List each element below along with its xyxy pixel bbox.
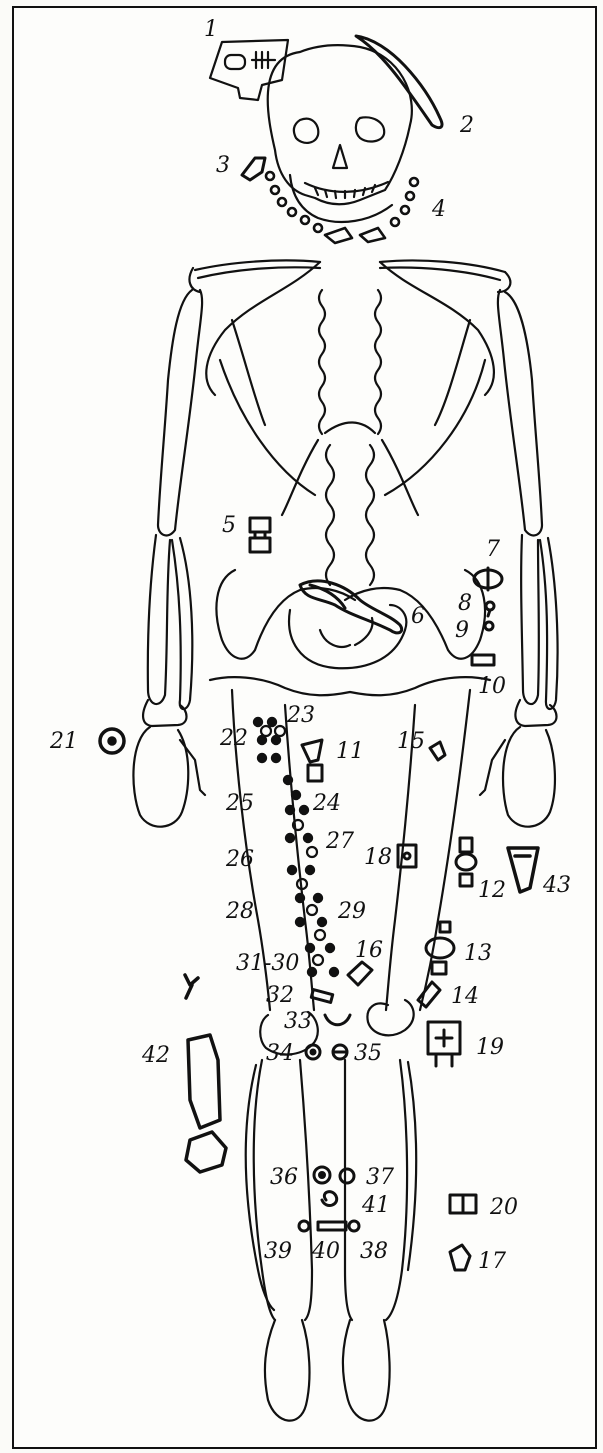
label-17: 17	[478, 1249, 506, 1274]
label-34: 34	[266, 1041, 294, 1066]
label-15: 15	[397, 729, 425, 754]
label-32: 32	[266, 983, 294, 1008]
label-42: 42	[141, 1043, 170, 1068]
label-3: 3	[216, 153, 230, 178]
label-16: 16	[355, 938, 383, 963]
label-4: 4	[431, 197, 446, 222]
object-21-ring	[100, 729, 124, 753]
label-27: 27	[325, 829, 354, 854]
label-40: 40	[311, 1239, 340, 1264]
label-33: 33	[284, 1009, 312, 1034]
label-35: 35	[354, 1041, 382, 1066]
label-39: 39	[264, 1239, 292, 1264]
label-19: 19	[476, 1035, 504, 1060]
label-25: 25	[225, 791, 254, 816]
object-43	[508, 848, 538, 892]
objects-34-35	[306, 1045, 347, 1059]
label-43: 43	[542, 873, 571, 898]
objects-7-8-9-10	[472, 568, 502, 665]
label-20: 20	[489, 1195, 518, 1220]
label-29: 29	[337, 899, 366, 924]
objects-32-33	[311, 990, 350, 1025]
object-12	[456, 838, 476, 886]
label-21: 21	[49, 729, 78, 754]
object-17	[450, 1245, 470, 1270]
object-1-comb-plaque	[210, 40, 288, 100]
label-10: 10	[478, 674, 506, 699]
label-8: 8	[458, 591, 472, 616]
label-9: 9	[455, 618, 469, 643]
clavicles	[189, 260, 510, 292]
label-26: 26	[225, 847, 254, 872]
label-18: 18	[364, 845, 392, 870]
right-arm	[498, 290, 558, 726]
label-36: 36	[270, 1165, 298, 1190]
label-11: 11	[336, 739, 364, 764]
left-arm	[143, 290, 202, 726]
skull	[268, 45, 412, 222]
pelvis	[210, 570, 490, 695]
object-3-pendant	[242, 158, 265, 180]
ribcage	[206, 262, 494, 515]
label-14: 14	[451, 984, 479, 1009]
label-2: 2	[459, 113, 474, 138]
label-13: 13	[464, 941, 492, 966]
label-28: 28	[225, 899, 254, 924]
spine	[326, 445, 374, 585]
label-6: 6	[411, 604, 425, 629]
label-22: 22	[219, 726, 248, 751]
label-37: 37	[366, 1165, 394, 1190]
object-11	[302, 740, 322, 781]
object-19-buckle	[428, 1022, 460, 1066]
label-12: 12	[478, 878, 506, 903]
label-24: 24	[312, 791, 341, 816]
object-42	[185, 975, 226, 1172]
label-41: 41	[361, 1193, 390, 1218]
label-1: 1	[204, 17, 218, 42]
label-23: 23	[286, 703, 315, 728]
label-7: 7	[486, 537, 500, 562]
object-16	[348, 962, 372, 985]
object-15	[430, 742, 445, 760]
label-31-30: 31-30	[236, 951, 299, 976]
object-20	[450, 1195, 476, 1213]
object-5-buckle	[250, 518, 270, 552]
label-38: 38	[360, 1239, 388, 1264]
label-5: 5	[222, 513, 236, 538]
item-labels: 1 2 3 4 5 6 7 8 9 10 11 12 13 14 15 16 1…	[49, 17, 571, 1274]
